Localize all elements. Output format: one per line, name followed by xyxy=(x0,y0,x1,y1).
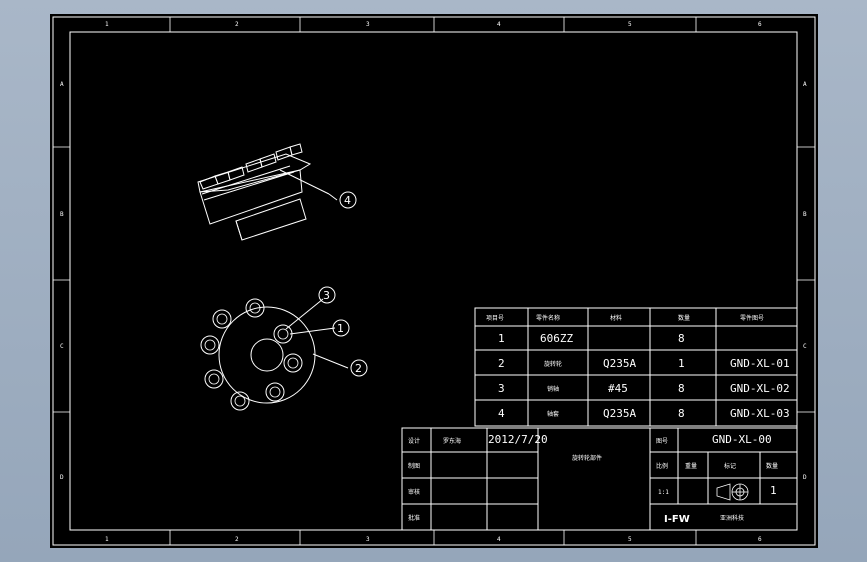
bom-header-qty: 数量 xyxy=(678,314,690,322)
bom-header-name: 零件名称 xyxy=(536,314,560,322)
bom-row-4-qty: 8 xyxy=(678,407,685,420)
bom-row-3-item: 3 xyxy=(498,382,505,395)
zone-row-right-d: D xyxy=(803,474,807,481)
balloon-4-label: 4 xyxy=(344,194,351,207)
title-scale: 1:1 xyxy=(658,489,669,496)
balloon-3[interactable]: 3 xyxy=(318,286,336,304)
zone-col-bottom-6: 6 xyxy=(758,536,762,543)
title-mark-label: 标记 xyxy=(724,462,736,470)
bom-row-2-name: 旋转轮 xyxy=(544,360,562,368)
title-designer: 罗东海 xyxy=(443,437,461,445)
bom-row-3-material: #45 xyxy=(608,382,628,395)
title-count-label: 数量 xyxy=(766,462,778,470)
zone-row-right-a: A xyxy=(803,81,807,88)
zone-col-bottom-5: 5 xyxy=(628,536,632,543)
zone-row-left-a: A xyxy=(60,81,64,88)
company-logo: I-FW xyxy=(664,514,690,525)
zone-col-bottom-3: 3 xyxy=(366,536,370,543)
zone-col-top-5: 5 xyxy=(628,21,632,28)
bom-row-1-qty: 8 xyxy=(678,332,685,345)
bom-row-4-material: Q235A xyxy=(603,407,636,420)
bom-table xyxy=(474,307,798,427)
title-drawing-no: GND-XL-00 xyxy=(712,433,772,446)
title-company: 亚洲科技 xyxy=(720,514,744,522)
zone-col-top-4: 4 xyxy=(497,21,501,28)
bom-row-2-material: Q235A xyxy=(603,357,636,370)
balloon-2[interactable]: 2 xyxy=(350,359,368,377)
bom-row-3-drawing: GND-XL-02 xyxy=(730,382,790,395)
cad-viewport[interactable]: 1 2 3 4 5 6 1 2 3 4 5 6 A B C D A B C D xyxy=(50,14,818,548)
front-view[interactable] xyxy=(200,298,349,411)
inner-frame xyxy=(69,31,798,531)
balloon-1-label: 1 xyxy=(337,322,344,335)
title-drawing-title: 旋转轮部件 xyxy=(572,454,602,462)
bom-row-1-item: 1 xyxy=(498,332,505,345)
projection-symbol-icon xyxy=(716,483,749,501)
bom-row-2-qty: 1 xyxy=(678,357,685,370)
zone-col-bottom-2: 2 xyxy=(235,536,239,543)
zone-row-left-c: C xyxy=(60,343,64,350)
title-weight-label: 重量 xyxy=(685,462,697,470)
zone-col-top-6: 6 xyxy=(758,21,762,28)
bom-row-3-name: 销轴 xyxy=(547,385,559,393)
zone-row-left-d: D xyxy=(60,474,64,481)
bom-header-item: 项目号 xyxy=(486,315,504,322)
zone-col-bottom-4: 4 xyxy=(497,536,501,543)
balloon-1[interactable]: 1 xyxy=(332,319,350,337)
bom-row-1-name: 606ZZ xyxy=(540,332,573,345)
title-design-label: 设计 xyxy=(408,437,420,445)
bom-row-4-name: 轴套 xyxy=(547,410,559,418)
zone-col-top-1: 1 xyxy=(105,21,109,28)
zone-col-top-3: 3 xyxy=(366,21,370,28)
zone-col-top-2: 2 xyxy=(235,21,239,28)
title-block xyxy=(401,427,798,531)
bom-row-4-drawing: GND-XL-03 xyxy=(730,407,790,420)
balloon-3-label: 3 xyxy=(323,289,330,302)
zone-ticks xyxy=(53,17,815,545)
title-date: 2012/7/20 xyxy=(488,433,548,446)
title-check-label: 制图 xyxy=(408,462,420,470)
title-review-label: 审核 xyxy=(408,488,420,496)
zone-row-right-b: B xyxy=(803,211,807,218)
outer-frame xyxy=(52,16,816,546)
bom-row-2-drawing: GND-XL-01 xyxy=(730,357,790,370)
title-approve-label: 批准 xyxy=(408,514,420,522)
title-drawing-no-label: 图号 xyxy=(656,438,668,445)
balloon-4[interactable]: 4 xyxy=(339,191,357,209)
zone-col-bottom-1: 1 xyxy=(105,536,109,543)
bom-row-4-item: 4 xyxy=(498,407,505,420)
title-count: 1 xyxy=(770,484,777,497)
isometric-view[interactable] xyxy=(197,143,338,241)
bom-header-drawing: 零件图号 xyxy=(740,314,764,322)
bom-header-material: 材料 xyxy=(610,314,622,322)
zone-row-left-b: B xyxy=(60,211,64,218)
zone-row-right-c: C xyxy=(803,343,807,350)
title-scale-label: 比例 xyxy=(656,462,668,470)
drawing-sheet: 1 2 3 4 5 6 1 2 3 4 5 6 A B C D A B C D xyxy=(52,16,816,546)
balloon-2-label: 2 xyxy=(355,362,362,375)
bom-row-3-qty: 8 xyxy=(678,382,685,395)
bom-row-2-item: 2 xyxy=(498,357,505,370)
